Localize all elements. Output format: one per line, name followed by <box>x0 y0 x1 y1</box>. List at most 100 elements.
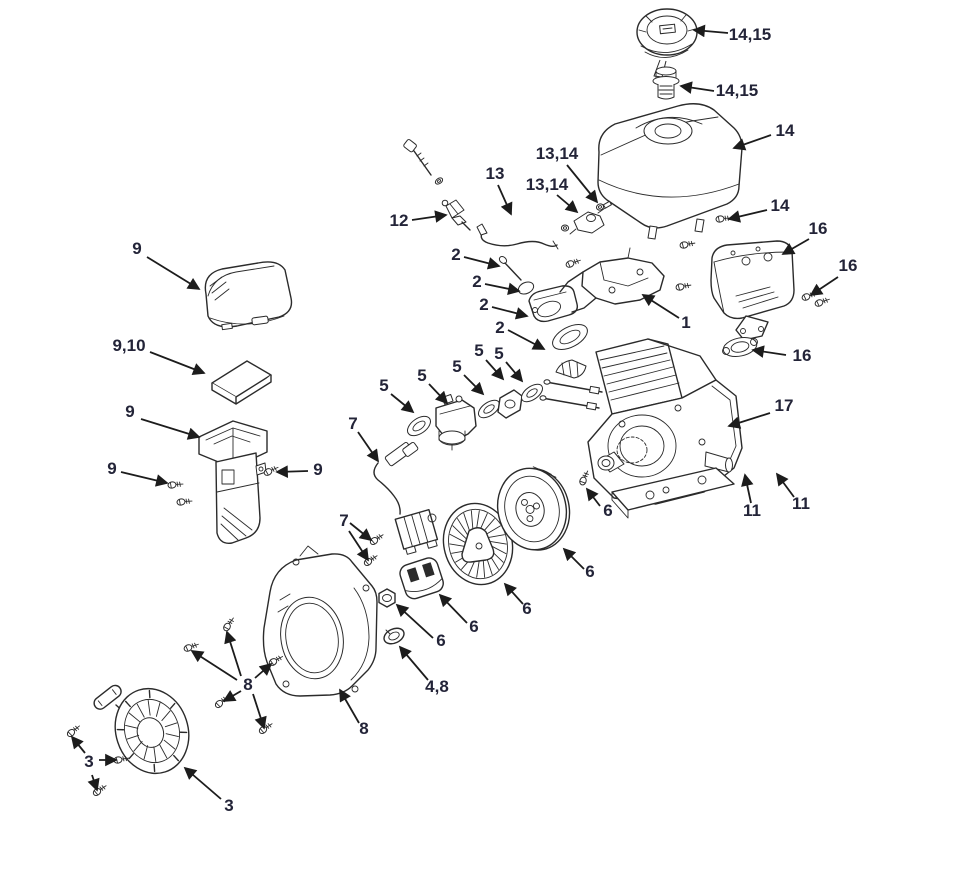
callout-label-13: 13 <box>486 164 505 183</box>
recoil-rim-slot <box>116 728 125 731</box>
callout-arrow <box>781 238 810 255</box>
fuel-shutoff-valve <box>569 200 612 235</box>
callout-arrow <box>120 471 169 487</box>
flywheel-fin <box>488 540 507 545</box>
callout-label-16: 16 <box>793 346 812 365</box>
callout-arrow <box>727 209 768 223</box>
callout-label-16: 16 <box>839 256 858 275</box>
flywheel-fin <box>484 525 501 536</box>
callout-arrow <box>428 383 449 405</box>
fuel-line <box>476 223 559 250</box>
screw-fastener <box>800 289 818 303</box>
recoil-spoke <box>128 712 141 723</box>
callout-arrow <box>679 81 715 94</box>
callout-label-7: 7 <box>348 414 357 433</box>
callout-arrow <box>398 645 429 681</box>
callout-arrow <box>438 593 468 624</box>
screw-fastener <box>368 531 385 547</box>
recoil-spoke <box>153 746 157 762</box>
callout-arrow <box>222 690 242 702</box>
callout-arrow <box>641 294 680 319</box>
flywheel-fin <box>449 533 468 544</box>
callout-label-14-15: 14,15 <box>716 81 759 100</box>
callout-label-9: 9 <box>125 402 134 421</box>
recoil-starter <box>93 684 190 775</box>
recoil-spoke <box>164 722 178 728</box>
callout-label-9: 9 <box>313 460 322 479</box>
callout-label-14: 14 <box>771 196 790 215</box>
callout-arrow <box>357 431 380 463</box>
callout-label-6: 6 <box>436 631 445 650</box>
starter-cup <box>399 557 444 600</box>
callout-arrow <box>224 630 242 677</box>
callout-arrow <box>149 351 206 375</box>
screw-fastener <box>674 280 692 292</box>
screw-fastener <box>182 640 200 653</box>
callout-label-6: 6 <box>522 599 531 618</box>
callout-arrow <box>70 735 86 754</box>
callout-arrow <box>503 582 524 605</box>
callout-arrow <box>87 774 100 792</box>
callout-arrow <box>741 473 754 504</box>
fuel-tank <box>597 103 743 240</box>
callout-arrow <box>140 418 201 440</box>
screw-fastener <box>176 496 193 507</box>
callout-arrow <box>585 487 601 507</box>
callout-label-3: 3 <box>84 752 93 771</box>
control-bracket <box>559 247 665 313</box>
callout-arrow <box>252 693 267 730</box>
callout-label-2: 2 <box>451 245 460 264</box>
recoil-spoke <box>126 734 140 740</box>
callout-label-9: 9 <box>132 239 141 258</box>
recoil-rim-slot <box>179 731 188 734</box>
recoil-rim-slot <box>128 753 135 760</box>
callout-arrow <box>463 374 485 396</box>
callout-arrow <box>497 184 513 216</box>
recoil-rim-slot <box>169 702 176 709</box>
callout-label-4-8: 4,8 <box>425 677 449 696</box>
callout-arrow <box>275 465 309 478</box>
callout-arrow <box>485 359 505 381</box>
callout-arrow <box>348 530 369 562</box>
callout-arrow <box>556 194 579 214</box>
callout-label-5: 5 <box>379 376 388 395</box>
callout-label-9-10: 9,10 <box>112 336 145 355</box>
callout-label-11: 11 <box>792 494 810 513</box>
callout-label-5: 5 <box>452 357 461 376</box>
recoil-rim-slot <box>124 700 131 708</box>
callout-label-3: 3 <box>224 796 233 815</box>
callout-arrow <box>692 24 729 38</box>
callout-arrow <box>732 134 772 151</box>
callout-arrow <box>463 256 501 270</box>
muffler <box>710 240 795 341</box>
washer-small-fastener <box>433 176 445 186</box>
flywheel-nut <box>378 588 396 608</box>
callout-label-12: 12 <box>390 211 409 230</box>
callout-label-2: 2 <box>472 272 481 291</box>
screw-fastener <box>257 720 274 736</box>
recoil-spoke <box>143 745 149 760</box>
recoil-spoke <box>136 703 145 718</box>
callout-label-2: 2 <box>495 318 504 337</box>
callout-label-9: 9 <box>107 459 116 478</box>
engine-assembly <box>539 338 743 519</box>
callout-label-13-14: 13,14 <box>536 144 579 163</box>
callout-label-5: 5 <box>417 366 426 385</box>
carburetor <box>435 393 477 451</box>
callout-label-17: 17 <box>775 396 794 415</box>
callout-arrow <box>254 662 273 679</box>
callout-label-8: 8 <box>243 675 252 694</box>
callout-label-5: 5 <box>494 344 503 363</box>
callout-label-8: 8 <box>359 719 368 738</box>
callout-arrow <box>566 164 599 204</box>
callout-label-14: 14 <box>776 121 795 140</box>
blower-housing <box>262 545 378 697</box>
callout-arrow <box>183 766 222 800</box>
nut-small-fastener <box>560 224 570 232</box>
recoil-spoke <box>163 739 176 750</box>
ignition-coil <box>373 441 439 555</box>
recoil-spoke <box>125 724 139 729</box>
callout-arrow <box>491 306 529 320</box>
